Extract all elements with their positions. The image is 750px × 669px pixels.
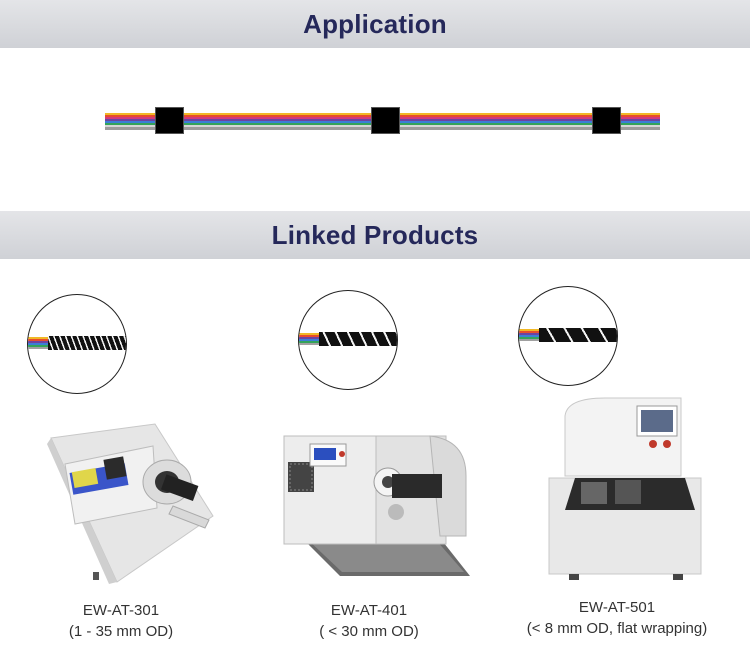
- product-image-ew-at-301[interactable]: [45, 420, 215, 585]
- wrap-pattern-circle-401: [298, 290, 398, 390]
- product-caption-501: EW-AT-501 (< 8 mm OD, flat wrapping): [502, 597, 732, 639]
- product-model[interactable]: EW-AT-501: [578, 599, 656, 616]
- product-spec: (1 - 35 mm OD): [68, 623, 174, 640]
- product-image-ew-at-501[interactable]: [545, 392, 705, 582]
- linked-products-section-header: Linked Products: [0, 211, 750, 259]
- product-spec: (< 8 mm OD, flat wrapping): [526, 620, 708, 637]
- linked-products-title: Linked Products: [271, 219, 479, 250]
- tape-wrap-block: [372, 108, 399, 133]
- application-section-header: Application: [0, 0, 750, 48]
- product-image-ew-at-401[interactable]: [280, 426, 470, 576]
- product-caption-401: EW-AT-401 ( < 30 mm OD): [254, 600, 484, 642]
- tape-wrap-block: [593, 108, 620, 133]
- application-title: Application: [303, 8, 447, 39]
- product-caption-301: EW-AT-301 (1 - 35 mm OD): [6, 600, 236, 642]
- product-spec: ( < 30 mm OD): [319, 623, 419, 640]
- product-model[interactable]: EW-AT-401: [330, 602, 408, 619]
- wrap-pattern-circle-501: [518, 286, 618, 386]
- tape-wrap-block: [156, 108, 183, 133]
- product-model[interactable]: EW-AT-301: [82, 602, 160, 619]
- wrap-pattern-circle-301: [27, 294, 127, 394]
